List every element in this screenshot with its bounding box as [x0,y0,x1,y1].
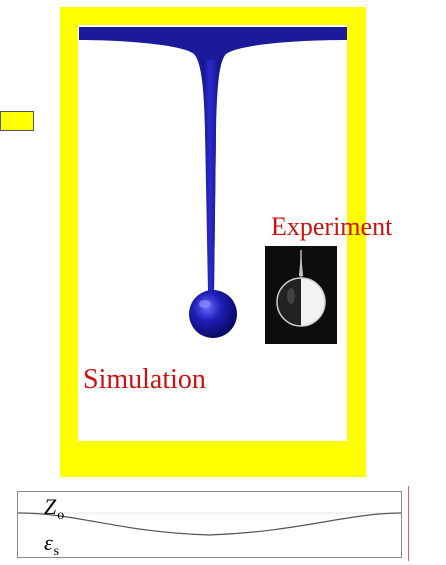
profile-plot: Zo εs [17,491,402,559]
epsilon-label: εs [44,530,60,559]
drop-sphere [189,290,237,338]
small-yellow-box [0,111,34,131]
experiment-photo [265,246,337,344]
profile-curve-graphic [18,512,401,536]
experiment-label: Experiment [271,212,393,241]
red-marker-line [408,486,409,561]
liquid-stem [201,60,221,292]
simulation-label: Simulation [83,364,206,395]
z-label: Zo [44,494,65,523]
